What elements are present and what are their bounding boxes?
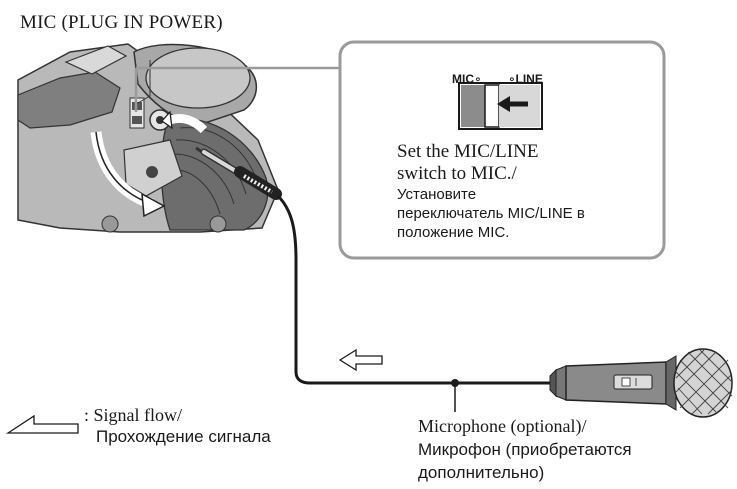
instruction-ru-line-3: положение MIC. (397, 224, 510, 241)
microphone-label-ru-1: Микрофон (приобретаются (418, 440, 632, 459)
legend-signal-arrow-icon (5, 414, 79, 434)
microphone-label-en: Microphone (optional)/ (418, 416, 587, 436)
legend-signal-ru: Прохождение сигнала (96, 427, 271, 446)
callout-box (338, 40, 666, 260)
microphone-label-ru-2: дополнительно) (418, 463, 545, 482)
legend: : Signal flow/ Прохождение сигнала (84, 404, 271, 448)
legend-signal-en: : Signal flow/ (84, 405, 182, 425)
instruction-en-line-2: switch to MIC./ (397, 163, 517, 184)
page-title: MIC (PLUG IN POWER) (20, 12, 223, 33)
microphone-leader (451, 379, 459, 412)
switch-line-label: ∘LINE (508, 72, 543, 86)
mic-cable (276, 194, 552, 385)
microphone-label: Microphone (optional)/ Микрофон (приобре… (418, 414, 632, 484)
microphone-icon (549, 348, 733, 418)
mic-line-switch-icon (458, 82, 543, 130)
instruction-ru-line-2: переключатель MIC/LINE в (397, 205, 585, 222)
instruction-en-line-1: Set the MIC/LINE (397, 141, 539, 162)
instruction-ru-line-1: Установите (397, 186, 477, 203)
switch-mic-label: MIC∘ (452, 72, 482, 86)
signal-flow-arrow-icon (338, 348, 383, 372)
camcorder-illustration (17, 43, 279, 233)
callout-instruction: Set the MIC/LINE switch to MIC./ Установ… (397, 141, 667, 242)
mic-plug (195, 146, 282, 200)
